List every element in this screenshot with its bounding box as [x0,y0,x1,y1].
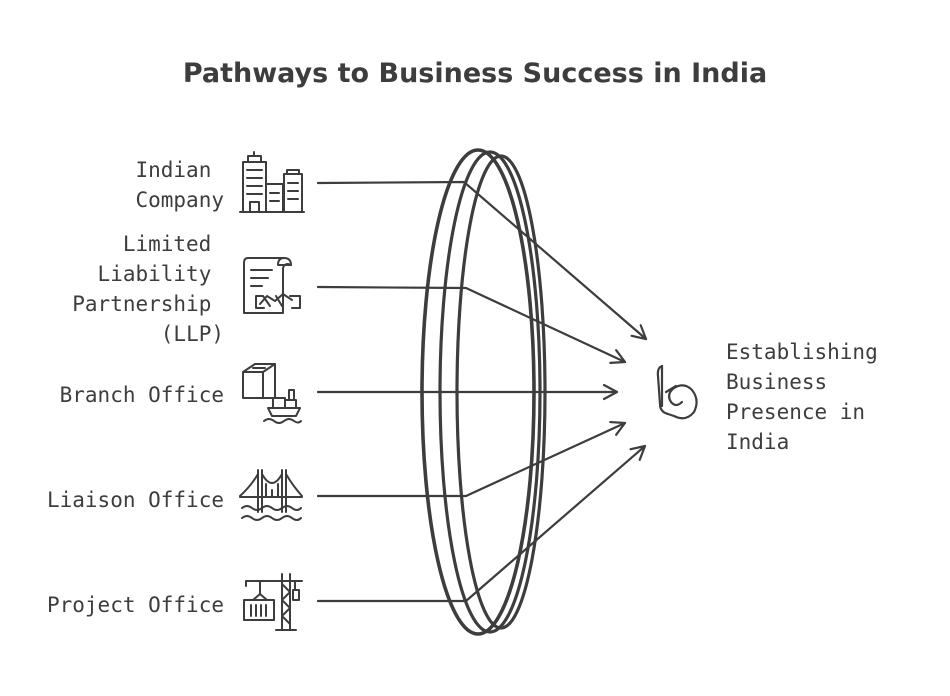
nautilus-shell-icon [656,364,698,420]
pathway-label-project-office: Project Office [47,593,224,617]
bridge-icon [239,469,303,521]
connector-indian-company [316,180,648,341]
pathway-label-branch-office: Branch Office [60,383,224,407]
diagram-title: Pathways to Business Success in India [183,58,767,89]
connectors [316,180,648,603]
pathway-label-llp: Limited Liability Partnership (LLP) [72,232,224,346]
buildings-icon [239,151,305,213]
target-label: Establishing Business Presence in India [726,340,890,454]
partnership-agreement-icon [243,257,301,314]
pathway-label-indian-company: Indian Company [135,158,224,212]
crane-icon [243,573,303,631]
connector-liaison-office [316,423,627,498]
connector-project-office [316,444,647,603]
pathway-label-liaison-office: Liaison Office [47,488,224,512]
shipping-box-icon [242,363,302,424]
connector-llp [316,285,627,362]
